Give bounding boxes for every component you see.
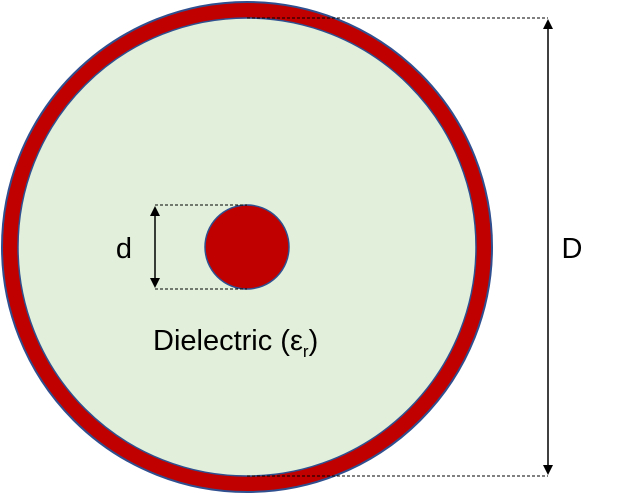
dielectric-label-close: ): [309, 325, 319, 357]
inner-conductor: [204, 204, 290, 290]
outer-diameter-label: D: [562, 233, 583, 265]
dielectric-label-subscript: r: [303, 342, 309, 361]
dielectric-label-main: Dielectric (ε: [153, 325, 303, 357]
dielectric-label: Dielectric (εr): [153, 325, 318, 361]
inner-diameter-label: d: [116, 233, 132, 265]
